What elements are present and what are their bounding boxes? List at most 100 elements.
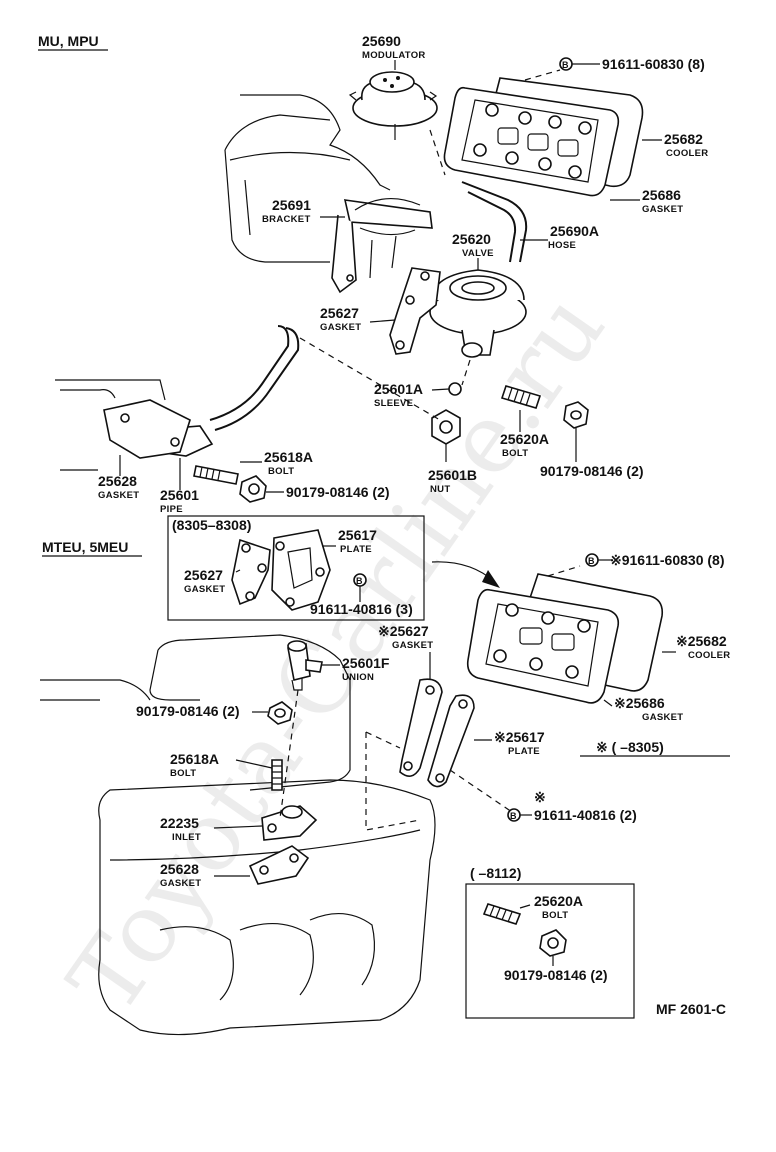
label-25627-mid-name: GASKET	[392, 640, 433, 651]
label-25617-box: 25617 PLATE	[338, 527, 377, 555]
label-25601: 25601 PIPE	[160, 487, 199, 515]
label-25686-mid-name: GASKET	[642, 712, 683, 723]
label-25690A: 25690A HOSE	[548, 223, 599, 251]
label-91611-60830-top: 91611-60830 (8)	[602, 56, 705, 72]
dashed-link-valve	[461, 359, 471, 386]
nut-90179-box	[539, 929, 567, 957]
label-25620-name: VALVE	[462, 248, 494, 259]
label-25620A-top-num: 25620A	[500, 431, 549, 447]
label-25618A-top: 25618A BOLT	[264, 449, 313, 477]
leader-lines	[119, 60, 676, 966]
label-25682-mid-num: ※25682	[676, 633, 727, 649]
label-90179-box: 90179-08146 (2)	[504, 967, 608, 983]
label-25617-mid: ※25617 PLATE	[494, 729, 545, 757]
label-25682-top: 25682 COOLER	[664, 131, 708, 159]
cooler-25682-top	[443, 69, 644, 197]
b-marker-top: B	[559, 57, 573, 71]
b-marker-lower: B	[507, 808, 521, 822]
label-91611-40816-mid: ※ 91611-40816 (2)	[534, 789, 637, 823]
label-25627-top: 25627 GASKET	[320, 305, 361, 333]
dashed-link-bolt	[449, 769, 513, 813]
bolt-25618A-mid	[271, 759, 283, 791]
b-marker-top-text: B	[562, 60, 569, 70]
label-25686-mid: ※25686 GASKET	[614, 695, 683, 723]
bolt-25620A-top	[500, 385, 542, 409]
label-25682-top-num: 25682	[664, 131, 703, 147]
gasket-25627-box	[231, 538, 271, 606]
label-25620A-box-num: 25620A	[534, 893, 583, 909]
b-marker-box: B	[353, 573, 367, 587]
label-25628-mid-name: GASKET	[160, 878, 201, 889]
b-marker-lower-text: B	[510, 811, 517, 821]
label-91611-40816-box: 91611-40816 (3)	[310, 601, 413, 617]
label-25686-top-name: GASKET	[642, 204, 683, 215]
label-25691: 25691 BRACKET	[262, 197, 311, 225]
label-25691-num: 25691	[272, 197, 311, 213]
dashed-link-top	[299, 337, 441, 421]
intake-manifold	[40, 634, 436, 1036]
label-25627-box: 25627 GASKET	[184, 567, 225, 595]
b-marker-mid: B	[585, 553, 599, 567]
label-25617-box-num: 25617	[338, 527, 377, 543]
arrow-head	[482, 570, 500, 588]
cooler-25682-mid	[466, 565, 664, 704]
label-25691-name: BRACKET	[262, 214, 311, 225]
modulator-25690	[348, 71, 438, 140]
gasket-25627-mid	[399, 678, 443, 777]
label-25601F-num: 25601F	[342, 655, 390, 671]
label-25620A-top-name: BOLT	[502, 448, 528, 459]
engine-block-top	[55, 94, 391, 471]
label-90179-mid: 90179-08146 (2)	[136, 703, 240, 719]
label-22235: 22235 INLET	[160, 815, 201, 843]
label-25620A-box: 25620A BOLT	[534, 893, 583, 921]
label-25627-top-num: 25627	[320, 305, 359, 321]
label-90179-top-left: 90179-08146 (2)	[286, 484, 390, 500]
dashed-link-plate	[365, 731, 401, 749]
label-25618A-mid: 25618A BOLT	[170, 751, 219, 779]
label-25601B-name: NUT	[430, 484, 450, 495]
label-25690A-name: HOSE	[548, 240, 576, 251]
hose-25690A	[429, 129, 528, 263]
header-range-8305-8308: (8305–8308)	[172, 517, 251, 533]
label-25690: 25690 MODULATOR	[362, 33, 425, 61]
label-25618A-mid-num: 25618A	[170, 751, 219, 767]
union-25601F	[287, 640, 323, 691]
dashed-link-inlet	[365, 732, 421, 831]
nut-25601B	[431, 409, 461, 445]
drawing-id: MF 2601-C	[656, 1001, 726, 1017]
bolt-25620A-box	[482, 903, 522, 925]
label-91611-40816-mid-mark: ※	[534, 789, 546, 805]
label-22235-num: 22235	[160, 815, 199, 831]
note-8305: ※ ( –8305)	[596, 739, 664, 755]
label-25601-num: 25601	[160, 487, 199, 503]
plate-25617-box	[271, 529, 331, 611]
gasket-25628-top	[103, 399, 191, 459]
label-25627-box-num: 25627	[184, 567, 223, 583]
label-25601F: 25601F UNION	[342, 655, 390, 683]
label-25686-top: 25686 GASKET	[642, 187, 683, 215]
label-25627-top-name: GASKET	[320, 322, 361, 333]
label-25618A-top-name: BOLT	[268, 466, 294, 477]
bracket-25691	[331, 197, 433, 294]
label-25690A-num: 25690A	[550, 223, 599, 239]
inlet-22235	[261, 805, 318, 841]
label-25617-box-name: PLATE	[340, 544, 372, 555]
range-box-8112	[465, 883, 635, 1019]
nut-90179-top-left	[239, 475, 267, 503]
label-25627-mid-num: ※25627	[378, 623, 429, 639]
label-25601B: 25601B NUT	[428, 467, 477, 495]
header-range-8112: ( –8112)	[470, 865, 521, 881]
label-25686-mid-num: ※25686	[614, 695, 665, 711]
label-25627-box-name: GASKET	[184, 584, 225, 595]
label-25690-num: 25690	[362, 33, 401, 49]
plate-25617-mid	[427, 694, 475, 788]
label-91611-40816-mid-num: 91611-40816 (2)	[534, 807, 637, 823]
label-25620A-box-name: BOLT	[542, 910, 568, 921]
valve-25620	[429, 269, 527, 358]
nut-90179-top-right	[563, 401, 589, 429]
nut-90179-mid	[267, 701, 293, 725]
label-25628-top-name: GASKET	[98, 490, 139, 501]
range-box-8305-8308	[167, 515, 425, 621]
label-25601F-name: UNION	[342, 672, 374, 683]
label-25628-top: 25628 GASKET	[98, 473, 139, 501]
